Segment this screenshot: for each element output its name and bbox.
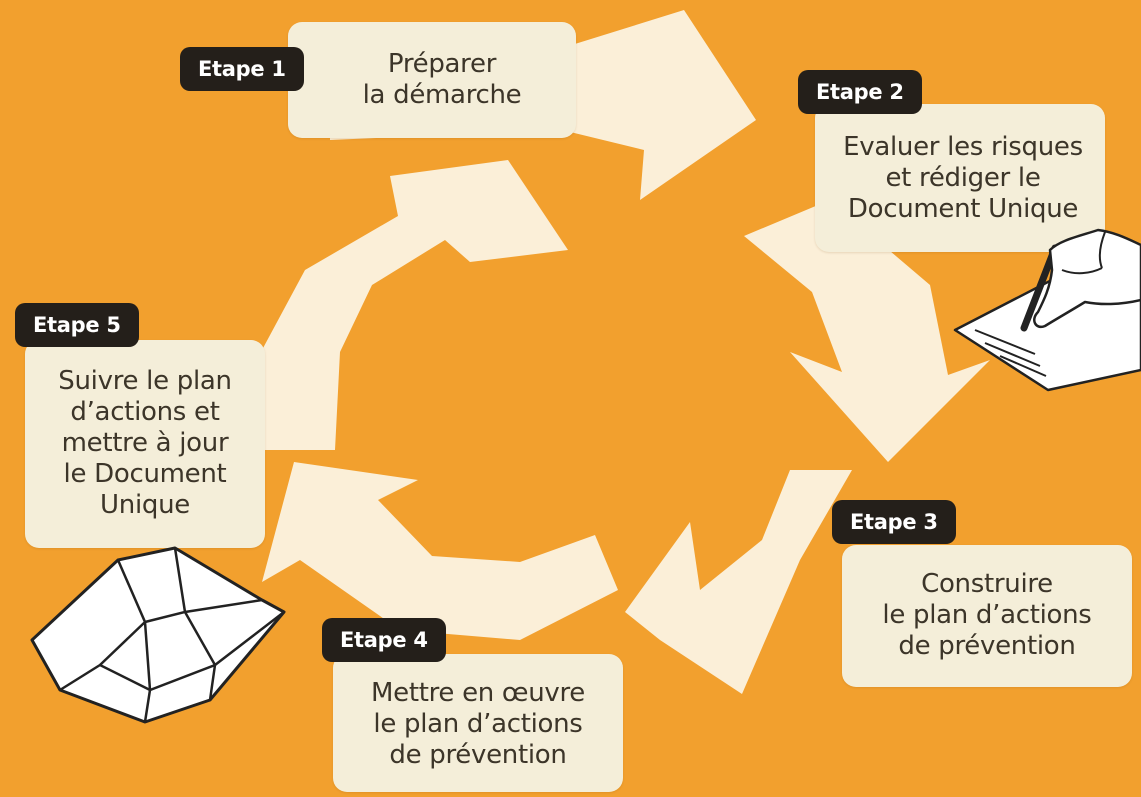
cycle-arrow-4-to-5 (262, 462, 618, 640)
step-5-text: Suivre le plan d’actions et mettre à jou… (58, 366, 232, 520)
step-1-text: Préparer la démarche (362, 49, 522, 110)
step-5-label: Etape 5 (15, 303, 139, 347)
step-3-card: Construire le plan d’actions de préventi… (842, 545, 1132, 687)
step-2-card: Evaluer les risques et rédiger le Docume… (815, 104, 1105, 252)
cycle-arrow-3-to-4 (625, 470, 852, 694)
cycle-arrow-5-to-1 (262, 160, 568, 450)
step-4-card: Mettre en œuvre le plan d’actions de pré… (333, 654, 623, 792)
step-4-label: Etape 4 (322, 618, 446, 662)
step-1-label: Etape 1 (180, 47, 304, 91)
step-5-card: Suivre le plan d’actions et mettre à jou… (25, 340, 265, 548)
step-2-label: Etape 2 (798, 70, 922, 114)
step-2-text: Evaluer les risques et rédiger le Docume… (843, 132, 1083, 224)
step-3-text: Construire le plan d’actions de préventi… (882, 569, 1092, 661)
cycle-arrow-2-to-3 (744, 200, 990, 462)
step-4-text: Mettre en œuvre le plan d’actions de pré… (370, 678, 585, 770)
step-1-card: Préparer la démarche (288, 22, 576, 138)
step-3-label: Etape 3 (832, 500, 956, 544)
